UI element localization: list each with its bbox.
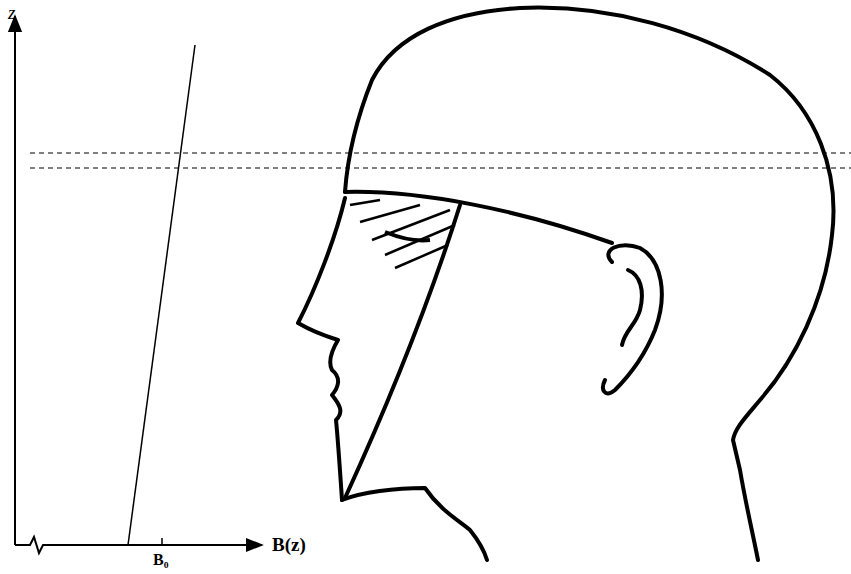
axis-label: B(z) (272, 535, 306, 554)
tick-label: B₀ (153, 552, 168, 568)
slice-line (30, 152, 851, 153)
field-gradient-line (128, 45, 195, 545)
tick (161, 538, 163, 545)
b-axis (15, 537, 262, 553)
z-axis (14, 16, 16, 545)
eye-hatching (350, 200, 455, 268)
slice-line (30, 167, 851, 168)
axis-label: z (8, 3, 15, 22)
